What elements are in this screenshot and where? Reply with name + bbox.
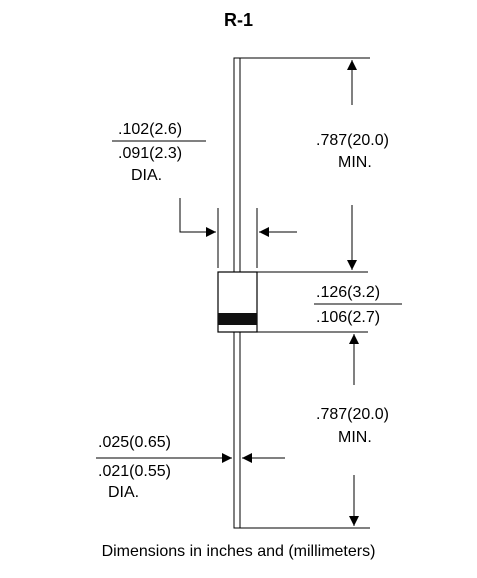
body-dia-min: .091(2.3) (118, 145, 183, 162)
body-len-min: .106(2.7) (316, 309, 381, 326)
extension-lines (217, 57, 370, 529)
lead-dia-max: .025(0.65) (98, 434, 171, 451)
body-dia-dimension (179, 198, 297, 237)
cathode-band (218, 313, 257, 325)
body-dia-max: .102(2.6) (118, 121, 183, 138)
fraction-bars (96, 140, 402, 459)
body-len-max: .126(3.2) (316, 284, 381, 301)
bottom-lead-value: .787(20.0) (316, 406, 389, 423)
top-lead-value: .787(20.0) (316, 132, 389, 149)
lead-dia-suffix: DIA. (108, 484, 140, 501)
body-dia-suffix: DIA. (131, 167, 163, 184)
units-caption: Dimensions in inches and (millimeters) (101, 543, 376, 560)
bottom-lead-suffix: MIN. (338, 429, 372, 446)
lead-dia-min: .021(0.55) (98, 463, 171, 480)
top-lead-suffix: MIN. (338, 154, 372, 171)
package-title: R-1 (223, 10, 253, 30)
